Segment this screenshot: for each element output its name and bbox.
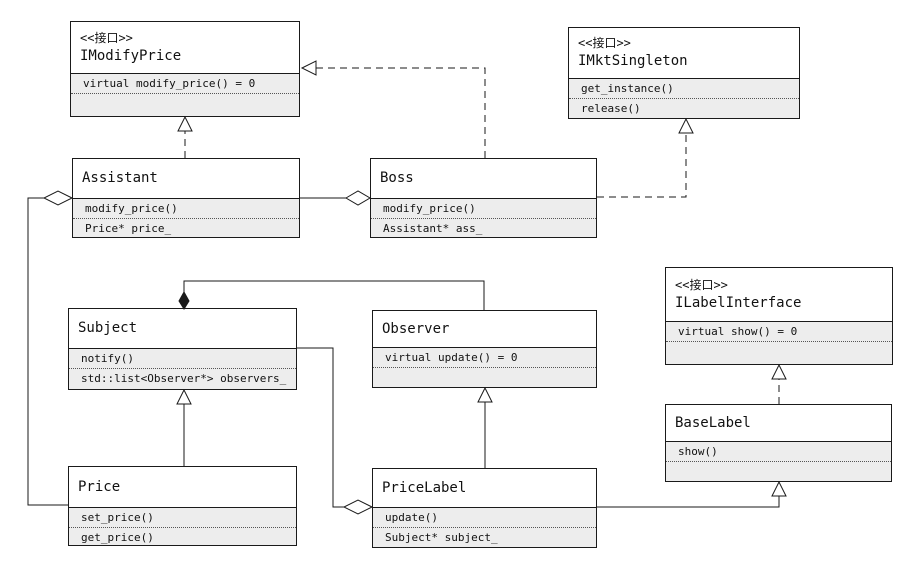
class-box-baselabel: BaseLabel show() [665, 404, 892, 482]
realization-boss-to-imodifyprice [300, 60, 486, 158]
hollow-triangle-arrow-icon [678, 117, 694, 134]
member-row: virtual modify_price() = 0 [71, 74, 299, 94]
member-row: virtual update() = 0 [373, 348, 596, 368]
aggregation-boss-assistant [300, 190, 371, 206]
member-compartment: modify_price() Assistant* ass_ [371, 199, 596, 237]
interface-stereotype-label: <<接口>> [675, 277, 728, 292]
class-box-imodifyprice: <<接口>> IModifyPrice virtual modify_price… [70, 21, 300, 117]
interface-stereotype-label: <<接口>> [578, 36, 631, 50]
class-name: Assistant [82, 170, 158, 186]
member-compartment: virtual show() = 0 [666, 322, 892, 364]
empty-compartment-space [71, 94, 299, 116]
hollow-triangle-arrow-icon [771, 363, 787, 380]
class-box-boss: Boss modify_price() Assistant* ass_ [370, 158, 597, 238]
class-title: <<接口>> ILabelInterface [666, 268, 892, 322]
member-compartment: virtual update() = 0 [373, 348, 596, 387]
empty-compartment-space [666, 462, 891, 481]
aggregation-diamond-icon [42, 190, 74, 206]
hollow-triangle-arrow-icon [300, 60, 317, 76]
class-name: BaseLabel [675, 414, 751, 431]
member-row: notify() [69, 349, 296, 369]
member-compartment: notify() std::list<Observer*> observers_ [69, 349, 296, 389]
generalization-price-to-subject [176, 388, 192, 466]
class-title: Assistant [73, 159, 299, 199]
class-box-observer: Observer virtual update() = 0 [372, 310, 597, 388]
class-name: IModifyPrice [80, 47, 182, 64]
member-compartment: update() Subject* subject_ [373, 508, 596, 547]
realization-boss-to-imktsingleton [597, 117, 694, 198]
hollow-triangle-arrow-icon [176, 388, 192, 405]
member-row: modify_price() [73, 199, 299, 219]
class-title: <<接口>> IModifyPrice [71, 22, 299, 74]
generalization-pricelabel-to-baselabel [597, 480, 787, 508]
class-box-pricelabel: PriceLabel update() Subject* subject_ [372, 468, 597, 548]
member-row: virtual show() = 0 [666, 322, 892, 342]
class-title: Subject [69, 309, 296, 349]
aggregation-pricelabel-subject [297, 347, 374, 515]
member-row: get_price() [81, 531, 154, 544]
member-row: release() [581, 102, 641, 115]
class-title: Boss [371, 159, 596, 199]
class-name: Price [78, 478, 121, 495]
class-title: Price [69, 467, 296, 508]
member-compartment: set_price() get_price() [69, 508, 296, 545]
member-compartment: show() [666, 442, 891, 481]
member-row: get_instance() [569, 79, 799, 99]
realization-assistant-to-imodifyprice [177, 115, 193, 158]
hollow-triangle-arrow-icon [771, 480, 787, 497]
class-title: Observer [373, 311, 596, 348]
member-row: set_price() [69, 508, 296, 528]
class-box-assistant: Assistant modify_price() Price* price_ [72, 158, 300, 238]
member-compartment: modify_price() Price* price_ [73, 199, 299, 237]
aggregation-assistant-price [27, 190, 74, 506]
realization-baselabel-to-ilabelinterface [771, 363, 787, 404]
class-name: IMktSingleton [578, 53, 688, 69]
member-compartment: get_instance() release() [569, 79, 799, 118]
member-row: update() [373, 508, 596, 528]
member-row: Price* price_ [85, 222, 172, 235]
composition-diamond-icon [178, 290, 190, 310]
interface-stereotype-label: <<接口>> [80, 30, 133, 45]
member-row: std::list<Observer*> observers_ [81, 372, 287, 385]
member-row: Assistant* ass_ [383, 222, 483, 235]
class-name: Subject [78, 320, 138, 336]
class-title: BaseLabel [666, 405, 891, 442]
generalization-pricelabel-to-observer [477, 386, 493, 468]
composition-subject-observer [178, 280, 485, 310]
class-box-subject: Subject notify() std::list<Observer*> ob… [68, 308, 297, 390]
hollow-triangle-arrow-icon [177, 115, 193, 132]
member-row: show() [666, 442, 891, 462]
class-box-price: Price set_price() get_price() [68, 466, 297, 546]
aggregation-diamond-icon [342, 499, 374, 515]
class-box-ilabelinterface: <<接口>> ILabelInterface virtual show() = … [665, 267, 893, 365]
member-row: modify_price() [371, 199, 596, 219]
class-name: ILabelInterface [675, 294, 802, 311]
empty-compartment-space [666, 342, 892, 364]
class-name: Observer [382, 320, 450, 337]
class-name: PriceLabel [382, 479, 467, 496]
class-title: <<接口>> IMktSingleton [569, 28, 799, 79]
member-row: Subject* subject_ [385, 531, 498, 544]
aggregation-diamond-icon [345, 190, 371, 206]
class-name: Boss [380, 170, 414, 186]
class-title: PriceLabel [373, 469, 596, 508]
empty-compartment-space [373, 368, 596, 387]
hollow-triangle-arrow-icon [477, 386, 493, 403]
class-box-imktsingleton: <<接口>> IMktSingleton get_instance() rele… [568, 27, 800, 119]
member-compartment: virtual modify_price() = 0 [71, 74, 299, 116]
